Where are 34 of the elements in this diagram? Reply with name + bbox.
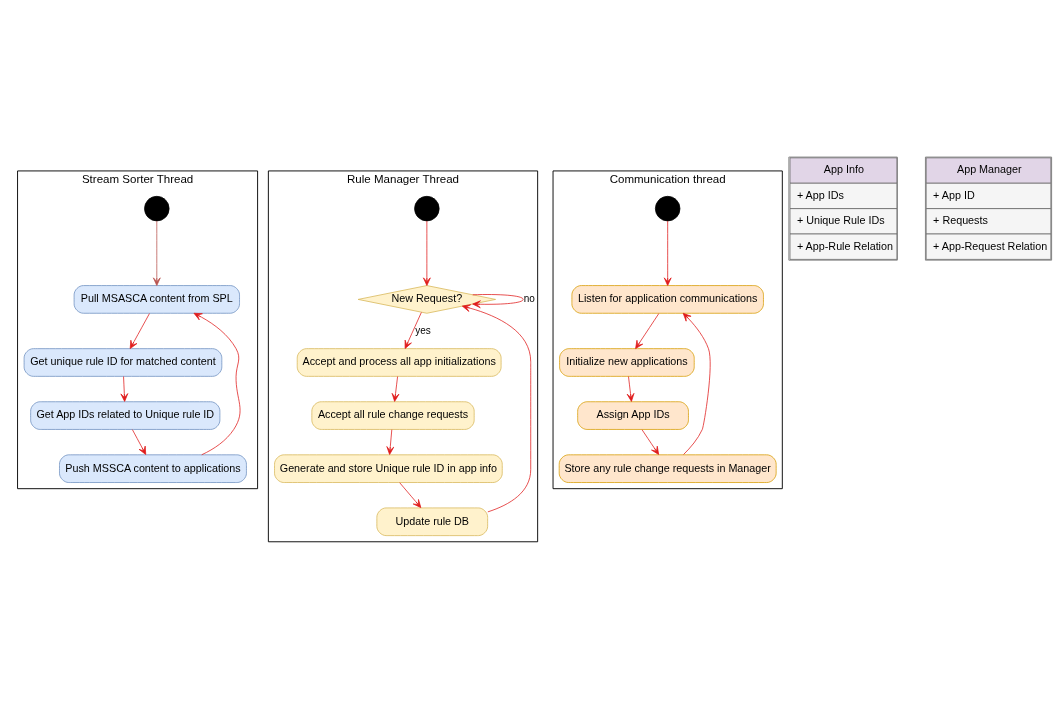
node-box: Initialize new applications — [559, 347, 695, 377]
arrow — [472, 293, 524, 308]
edge-label: no — [523, 292, 535, 304]
arrow — [682, 312, 711, 455]
arrow — [461, 303, 532, 512]
arrow — [626, 375, 635, 402]
arrow — [120, 375, 129, 402]
arrow — [132, 428, 147, 455]
node-box: Get unique rule ID for matched content — [23, 347, 223, 377]
node-circle — [655, 195, 681, 221]
arrow — [152, 220, 161, 286]
node-box: Get App IDs related to Unique rule ID — [30, 400, 221, 430]
node-box: Accept all rule change requests — [311, 400, 475, 430]
node-box: Push MSSCA content to applications — [59, 453, 247, 483]
arrow — [399, 481, 422, 508]
arrow — [129, 312, 150, 349]
node-box: Listen for application communications — [571, 284, 764, 314]
node-box: Assign App IDs — [577, 400, 689, 430]
node-box: Generate and store Unique rule ID in app info — [274, 453, 503, 483]
arrow — [423, 220, 431, 286]
node-box: Update rule DB — [376, 507, 489, 536]
node-box: Accept and process all app initializations — [296, 347, 502, 377]
arrow — [391, 375, 400, 402]
node-box: Store any rule change requests in Manager — [558, 453, 777, 483]
arrow — [641, 428, 660, 455]
node-circle — [144, 195, 170, 221]
arrow — [386, 428, 395, 455]
arrow — [193, 312, 241, 455]
arrow — [404, 311, 422, 349]
edge-label: yes — [415, 324, 431, 336]
arrow — [635, 312, 660, 349]
arrow — [663, 220, 672, 286]
node-circle — [414, 195, 440, 221]
node-box: Pull MSASCA content from SPL — [73, 284, 240, 314]
